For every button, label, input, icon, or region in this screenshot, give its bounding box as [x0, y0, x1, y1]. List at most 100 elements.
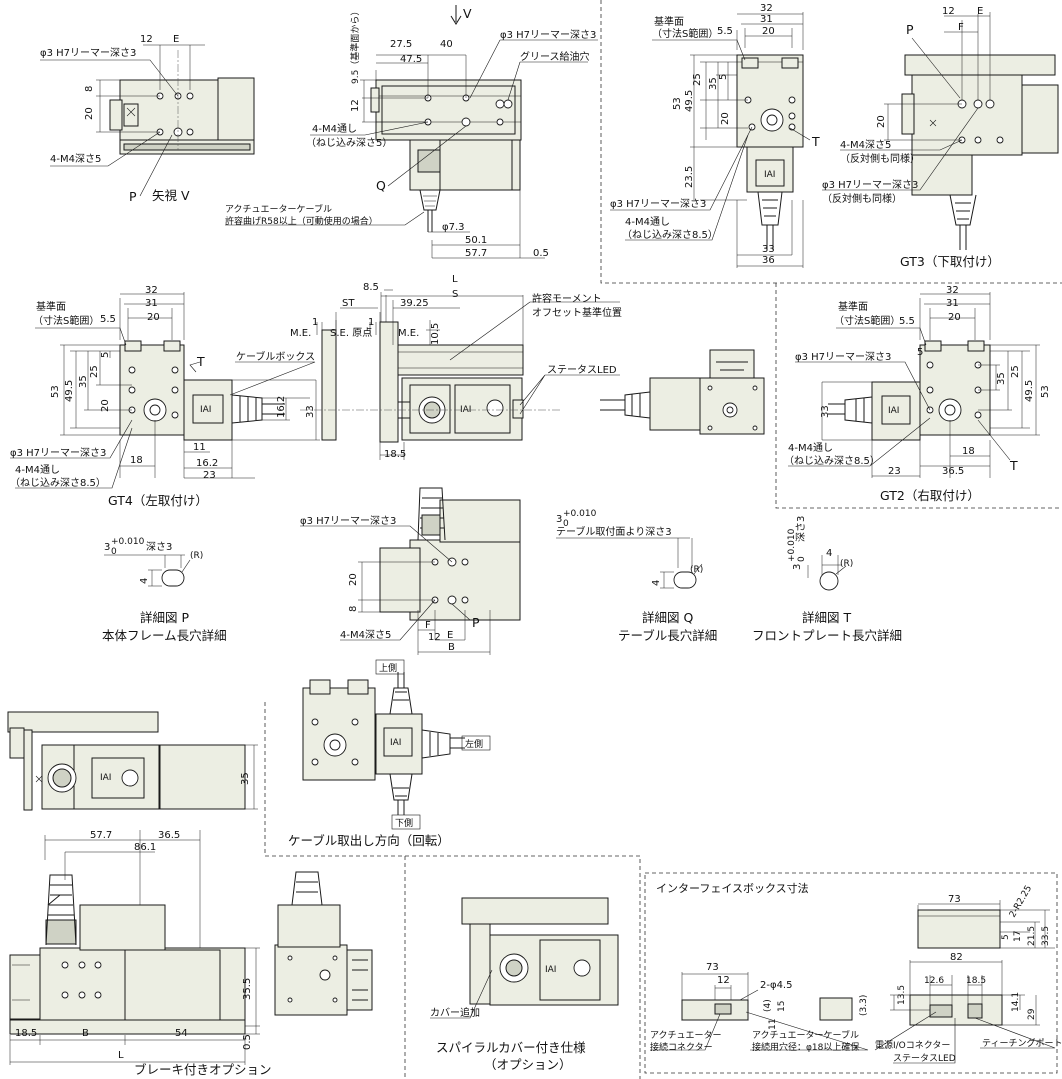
dim-label: E [173, 34, 179, 45]
dim-label: 12 [428, 632, 441, 643]
tol-upper: +0.010 [787, 528, 797, 562]
tol-depth: 深さ3 [146, 541, 172, 553]
gt2-view: IAI 32 31 20 5.5 基準面 （寸法S範囲） 5 35 25 49.… [784, 285, 1051, 503]
dim-label: 12 [140, 34, 153, 45]
reamer-note: φ3 H7リーマー深さ3 [500, 29, 596, 41]
tol-lower: 0 [797, 556, 807, 562]
dim-label: 36.5 [158, 830, 180, 841]
dim-label: E [447, 630, 453, 641]
brake-end-view [274, 871, 373, 1016]
tap-through-depth: （ねじ込み深さ8.5） [10, 477, 106, 489]
tol-upper: +0.010 [563, 509, 597, 519]
status-led-note: ステータスLED [893, 1053, 956, 1064]
slot-width: 4 [139, 578, 150, 584]
dim-label: (4) [763, 999, 773, 1012]
act-connector-note: アクチュエーター [650, 1030, 722, 1041]
reamer-note: φ3 H7リーマー深さ3 [795, 351, 891, 363]
tol-base: 3 [792, 564, 803, 570]
dim-label: 33 [305, 405, 316, 418]
detail-caption: 詳細図 Q [642, 610, 693, 625]
dim-label: 18 [962, 446, 975, 457]
reamer-note: φ3 H7リーマー深さ3 [40, 47, 136, 59]
detail-p: 3 +0.010 0 深さ3 4 (R) 詳細図 P 本体フレーム長穴詳細 [102, 537, 227, 643]
dim-label: 35 [240, 772, 251, 785]
dim-label: 57.7 [90, 830, 112, 841]
dim-label: 17 [1013, 931, 1023, 942]
logo: IAI [545, 965, 556, 975]
dim-label: 33 [820, 405, 831, 418]
q-label: Q [376, 178, 386, 193]
reamer-note: φ3 H7リーマー深さ3 [10, 447, 106, 459]
view-caption: ケーブル取出し方向（回転） [288, 833, 450, 848]
dim-label: 53 [1040, 385, 1051, 398]
dim-label: ST [342, 298, 355, 309]
tap-through-note: 4-M4通し [312, 123, 357, 135]
dim-label: 8 [348, 606, 359, 612]
dim-label: 39.25 [400, 298, 429, 309]
ref-face: 基準面 [838, 300, 868, 313]
tol-base: 3 [104, 542, 110, 553]
tap-through-note: 4-M4通し [788, 442, 833, 454]
dim-label: 18 [130, 455, 143, 466]
t-label: T [1009, 458, 1018, 473]
dim-label: 32 [946, 285, 959, 296]
ref-face: （寸法S範囲） [33, 314, 99, 327]
logo: IAI [764, 170, 775, 180]
bottom-view: 20 8 F E 12 B φ3 H7リーマー深さ3 4-M4深さ5 P [300, 487, 521, 655]
tol-lower: 0 [563, 519, 569, 529]
option-caption: ブレーキ付きオプション [134, 1062, 272, 1077]
logo: IAI [100, 773, 111, 783]
tol-lower: 0 [111, 547, 117, 557]
dim-label: 9.5（基準面から） [349, 7, 361, 84]
dim-label: 31 [946, 298, 959, 309]
dim-label: 5.5 [100, 314, 116, 325]
dim-label: 20 [348, 573, 359, 586]
dim-label: 29 [1027, 1008, 1037, 1020]
dim-label: 20 [762, 26, 775, 37]
arrow-view-v: 12 E 8 20 φ3 H7リーマー深さ3 4-M4深さ5 P 矢視 V [40, 34, 255, 204]
dim-label: 73 [706, 962, 719, 973]
dim-label: 25 [692, 73, 703, 86]
dim-label: 35 [996, 372, 1007, 385]
moment-note: オフセット基準位置 [532, 306, 622, 319]
dim-label: 5.5 [717, 26, 733, 37]
dim-label: 31 [760, 14, 773, 25]
dim-label: 47.5 [400, 54, 422, 65]
cable-hole-note: アクチュエーターケーブル [752, 1029, 859, 1041]
dim-label: 27.5 [390, 39, 412, 50]
dim-label: 16.2 [276, 396, 287, 418]
gt4-view: IAI 32 31 20 5.5 基準面 （寸法S範囲） 5 25 35 53 … [10, 285, 320, 508]
detail-t: 3 +0.010 0 深さ3 4 (R) 詳細図 T フロントプレート長穴詳細 [752, 516, 902, 643]
moment-note: 許容モーメント [532, 292, 602, 305]
dim-label: 18.5 [384, 449, 406, 460]
dim-label: 53 [50, 385, 61, 398]
cable-box-note: ケーブルボックス [236, 350, 315, 363]
slot-radius: (R) [190, 551, 203, 561]
dim-label: 18.5 [966, 976, 986, 986]
dim-label: 35 [708, 77, 719, 90]
tap-note: 4-M4深さ5 [50, 153, 101, 165]
dim-label: 32 [760, 3, 773, 14]
dim-label: 12.6 [924, 976, 944, 986]
dim-label: 8 [84, 86, 95, 92]
dim-label: 0.5 [242, 1034, 253, 1050]
view-caption: GT3（下取付け） [900, 254, 1000, 269]
dim-label: 12 [350, 99, 361, 112]
dim-label: 25 [1010, 365, 1021, 378]
section-borders [264, 0, 1062, 1079]
slot-radius: (R) [690, 565, 703, 575]
dir-bottom: 下側 [395, 817, 413, 829]
dim-label: 18.5 [15, 1028, 37, 1039]
dir-top: 上側 [379, 662, 397, 674]
dim-label: 57.7 [465, 248, 487, 259]
dim-label: 1 [368, 317, 374, 328]
gt3-view: IAI 32 31 20 5.5 基準面 （寸法S範囲） 5 25 35 53 … [610, 3, 1059, 269]
teaching-port-note: ティーチングポート [982, 1037, 1062, 1049]
me-left-label: M.E. [290, 328, 311, 339]
dim-label: 53 [672, 97, 683, 110]
reamer-note: φ3 H7リーマー深さ3 [610, 198, 706, 210]
tap-through-depth: （ねじ込み深さ8.5） [784, 455, 880, 467]
dim-label: 36.5 [942, 466, 964, 477]
tap-depth-note: 4-M4深さ5 [840, 139, 891, 151]
ref-face: （寸法S範囲） [834, 314, 900, 327]
